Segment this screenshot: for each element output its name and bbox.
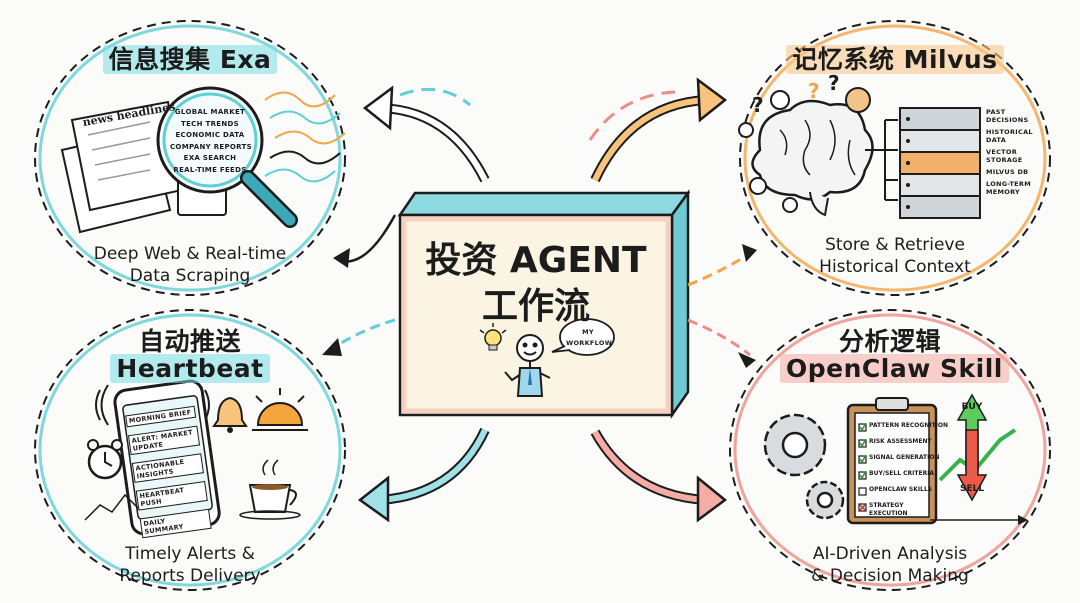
sell-label: SELL (960, 484, 985, 494)
checklist-item: RISK ASSESSMENT (869, 438, 932, 445)
magnifier-list-item: TECH TRENDS (181, 119, 239, 128)
bell-icon (212, 396, 248, 433)
server-label: VECTOR STORAGE (986, 148, 1023, 164)
lightbulb-icon (479, 323, 507, 351)
mountain-line (84, 493, 141, 521)
circle-top-left (34, 20, 346, 296)
circle-top-right (739, 20, 1051, 296)
data-wave-lines (264, 91, 346, 183)
gear-icons-bottom-right (763, 413, 845, 520)
bottom-left-title-1: 自动推送 (138, 327, 241, 356)
svg-text:?: ? (828, 71, 840, 95)
clipboard-checklist: PATTERN RECOGNITION RISK ASSESSMENT SIGNAL… (869, 422, 949, 526)
stick-figure (504, 334, 551, 397)
top-left-subtitle-2: Data Scraping (129, 266, 251, 286)
buy-sell-chart (930, 393, 1028, 525)
coffee-cup-icon (239, 459, 301, 520)
alarm-clock-icon (87, 439, 123, 480)
arrow-to-top-right (588, 77, 757, 287)
phone-notification: HEARTBEAT PUSH (135, 481, 208, 511)
top-left-title: 信息搜集 Exa (90, 40, 290, 76)
phone-notification: ACTIONABLE INSIGHTS (131, 453, 204, 483)
server-label: HISTORICAL DATA (986, 128, 1033, 144)
top-right-subtitle-1: Store & Retrieve (825, 235, 965, 255)
circle-bottom-left (34, 309, 346, 591)
speech-bubble-text: MY WORKFLOW (566, 328, 613, 347)
bottom-right-subtitle-1: AI-Driven Analysis (812, 544, 968, 564)
checklist-item: STRATEGY EXECUTION (869, 502, 908, 517)
bottom-right-title-1: 分析逻辑 (838, 327, 941, 356)
checklist-item: BUY/SELL CRITERIA (869, 470, 935, 477)
bottom-left-subtitle-1: Timely Alerts & (125, 544, 255, 564)
phone-notification: ALERT: MARKET UPDATE (127, 425, 201, 456)
center-title-line1: 投资 AGENT (425, 240, 647, 281)
server-label-list: PAST DECISIONS HISTORICAL DATA VECTOR STOR… (986, 108, 1046, 200)
circle-bottom-right (729, 309, 1051, 591)
magnifier-list: GLOBAL MARKET TECH TRENDS ECONOMIC DATA COM… (170, 107, 252, 176)
magnifier-list-item: REAL-TIME FEEDS (173, 165, 247, 174)
sun-icon (252, 388, 308, 431)
center-title-line2: 工作流 (481, 286, 590, 327)
clipboard-icon (846, 397, 938, 525)
server-label: LONG-TERM MEMORY (986, 180, 1032, 196)
arrow-to-top-left (333, 85, 490, 268)
magnifier-list-item: EXA SEARCH (183, 154, 237, 162)
svg-text:?: ? (752, 93, 764, 117)
question-marks: ? ? ? (752, 71, 840, 117)
buy-label: BUY (961, 402, 983, 412)
magnifier-icon (156, 86, 298, 228)
svg-text:?: ? (808, 79, 820, 103)
bottom-right-title-2: OpenClaw Skill (780, 354, 1009, 383)
server-label: MILVUS DB (986, 168, 1029, 176)
brain-icon (751, 99, 874, 217)
bottom-left-subtitle-2: Reports Delivery (119, 566, 261, 586)
top-left-subtitle-1: Deep Web & Real-time (93, 244, 287, 264)
arrow-to-bottom-right (590, 318, 756, 523)
gear-icons-top-right (738, 87, 871, 213)
top-right-title: 记忆系统 Milvus (785, 40, 1005, 76)
phone-notification: DAILY SUMMARY (139, 508, 212, 539)
arrow-to-bottom-left (322, 318, 490, 523)
top-right-subtitle-2: Historical Context (819, 257, 971, 277)
bottom-left-title-2: Heartbeat (100, 354, 280, 383)
speech-bubble (551, 318, 615, 356)
newspaper-icon (60, 100, 184, 234)
magnifier-list-item: ECONOMIC DATA (175, 131, 245, 139)
checklist-item: SIGNAL GENERATION (869, 454, 940, 461)
bottom-right-subtitle-2: & Decision Making (811, 566, 969, 586)
server-stack-icon (865, 107, 981, 219)
checklist-item: OPENCLAW SKILLS (869, 486, 933, 493)
checklist-item: PATTERN RECOGNITION (869, 422, 949, 429)
server-label: PAST DECISIONS (986, 108, 1029, 124)
magnifier-list-item: COMPANY REPORTS (170, 142, 252, 151)
magnifier-list-item: GLOBAL MARKET (174, 108, 246, 116)
